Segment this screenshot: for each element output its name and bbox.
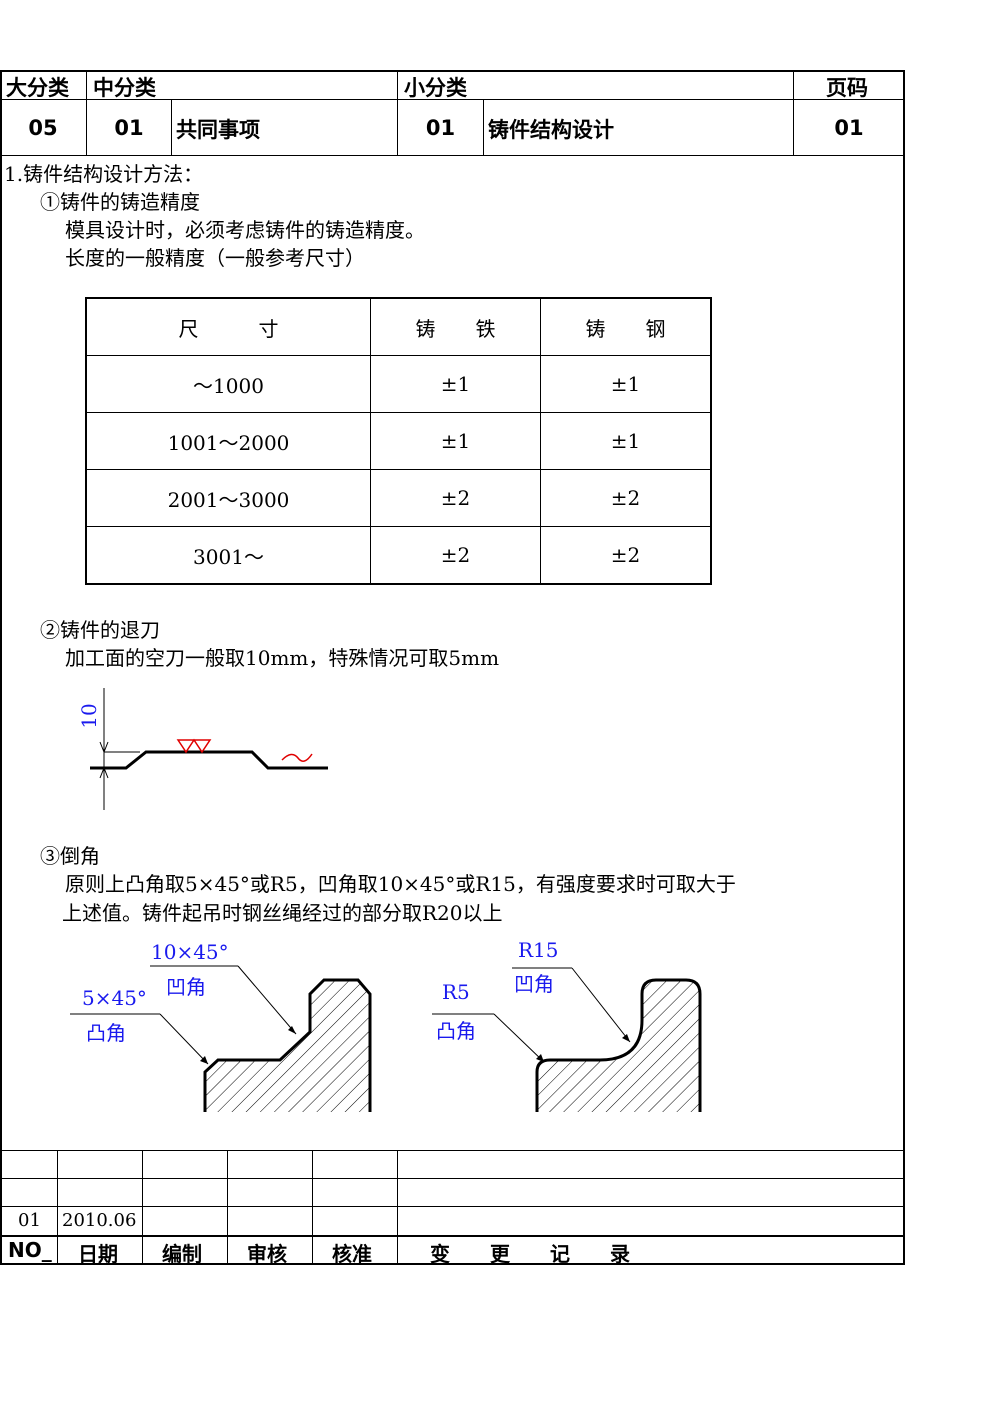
section-1-line-2: 长度的一般精度（一般参考尺寸）	[65, 246, 365, 270]
relief-dimension-label: 10	[77, 703, 101, 728]
convex-chamfer-label: 凸角	[86, 1021, 126, 1045]
table-row: 3001～ ±2 ±2	[85, 526, 712, 585]
section-1-line-1: 模具设计时，必须考虑铸件的铸造精度。	[65, 218, 425, 242]
section-2-title: ②铸件的退刀	[40, 618, 160, 642]
table-cell: ～1000	[85, 355, 371, 413]
middle-code: 01	[114, 115, 144, 140]
table-cell: 2001～3000	[85, 469, 371, 527]
table-header-cast-steel: 铸 钢	[540, 297, 712, 356]
table-header-cast-iron: 铸 铁	[370, 297, 541, 356]
header-divider	[0, 99, 905, 100]
chamfer-figure-left: 10×45° 凹角 5×45° 凸角	[70, 940, 372, 1112]
concave-radius-label: 凹角	[514, 972, 554, 996]
footer-col-1	[57, 1150, 58, 1264]
page-number: 01	[834, 115, 864, 140]
table-cell: ±1	[540, 355, 712, 413]
footer-label-no: NO_	[8, 1238, 52, 1262]
table-row: 1001～2000 ±1 ±1	[85, 412, 712, 470]
footer-col-2	[142, 1150, 143, 1264]
footer-col-5	[397, 1150, 398, 1264]
table-cell: ±1	[370, 355, 541, 413]
label-page-number: 页码	[826, 76, 868, 100]
label-major-category: 大分类	[6, 76, 69, 100]
label-minor-category: 小分类	[404, 76, 467, 100]
footer-row-1	[0, 1178, 905, 1179]
header-col-1	[86, 70, 87, 156]
convex-radius-dimension: R5	[442, 980, 470, 1004]
footer-col-4	[312, 1150, 313, 1264]
footer-row-3	[0, 1235, 905, 1237]
table-row: ～1000 ±1 ±1	[85, 355, 712, 413]
table-header-row: 尺 寸 铸 铁 铸 钢	[85, 297, 712, 356]
header-col-4	[483, 99, 484, 156]
footer-label-review: 审核	[247, 1242, 287, 1266]
footer-col-3	[227, 1150, 228, 1264]
section-3-line-1: 原则上凸角取5×45°或R5，凹角取10×45°或R15，有强度要求时可取大于	[65, 872, 736, 896]
footer-top	[0, 1150, 905, 1151]
table-header-size: 尺 寸	[85, 297, 371, 356]
label-middle-category: 中分类	[93, 76, 156, 100]
footer-label-change-record: 变 更 记 录	[430, 1242, 630, 1266]
table-row: 2001～3000 ±2 ±2	[85, 469, 712, 527]
section-1-title: ①铸件的铸造精度	[40, 190, 200, 214]
footer-label-approve: 核准	[332, 1242, 372, 1266]
table-cell: ±2	[370, 469, 541, 527]
footer-label-date: 日期	[78, 1242, 118, 1266]
major-code: 05	[28, 115, 58, 140]
section-3-title: ③倒角	[40, 844, 100, 868]
radius-figure-right: R15 凹角 R5 凸角	[432, 938, 702, 1112]
section-3-line-2: 上述值。铸件起吊时钢丝绳经过的部分取R20以上	[62, 901, 503, 925]
header-col-5	[793, 70, 794, 156]
concave-radius-dimension: R15	[518, 938, 559, 962]
minor-name: 铸件结构设计	[488, 118, 614, 142]
footer-label-edit: 编制	[162, 1242, 202, 1266]
table-cell: ±1	[540, 412, 712, 470]
concave-chamfer-label: 凹角	[166, 975, 206, 999]
table-cell: ±2	[540, 526, 712, 585]
footer-row-2	[0, 1206, 905, 1207]
document-frame	[0, 70, 905, 1265]
concave-chamfer-dimension: 10×45°	[151, 940, 229, 964]
header-bottom	[0, 155, 905, 156]
middle-name: 共同事项	[176, 118, 260, 142]
table-cell: ±2	[370, 526, 541, 585]
table-cell: ±2	[540, 469, 712, 527]
convex-radius-label: 凸角	[436, 1019, 476, 1043]
header-col-3	[397, 70, 398, 156]
revision-no: 01	[18, 1210, 41, 1231]
table-cell: 3001～	[85, 526, 371, 585]
relief-groove-figure: 10	[77, 688, 328, 810]
section-heading: 1.铸件结构设计方法：	[4, 162, 204, 186]
table-cell: 1001～2000	[85, 412, 371, 470]
header-col-2	[171, 99, 172, 156]
table-cell: ±1	[370, 412, 541, 470]
convex-chamfer-dimension: 5×45°	[82, 986, 147, 1010]
tolerance-table: 尺 寸 铸 铁 铸 钢 ～1000 ±1 ±1 1001～2000 ±1 ±1 …	[85, 297, 712, 585]
revision-date: 2010.06	[62, 1210, 137, 1231]
minor-code: 01	[425, 115, 456, 140]
section-2-line-1: 加工面的空刀一般取10mm，特殊情况可取5mm	[65, 646, 500, 670]
